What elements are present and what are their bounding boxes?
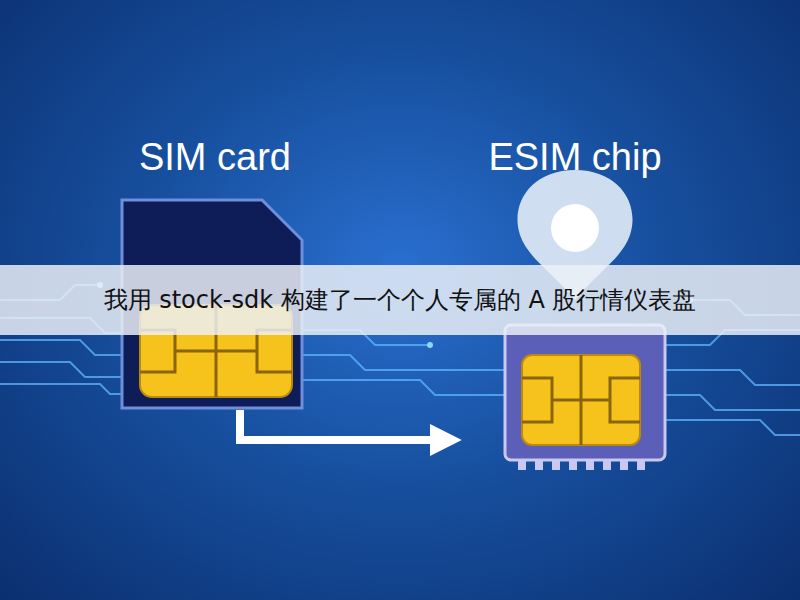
caption: 我用 stock-sdk 构建了一个个人专属的 A 股行情仪表盘 [104,284,697,316]
circuit-traces [0,285,800,435]
node-label: SIM card [106,135,324,179]
caption-banner: 我用 stock-sdk 构建了一个个人专属的 A 股行情仪表盘 [0,265,800,335]
flow-arrow [240,410,449,440]
node-label: ESIM chip [451,135,699,179]
